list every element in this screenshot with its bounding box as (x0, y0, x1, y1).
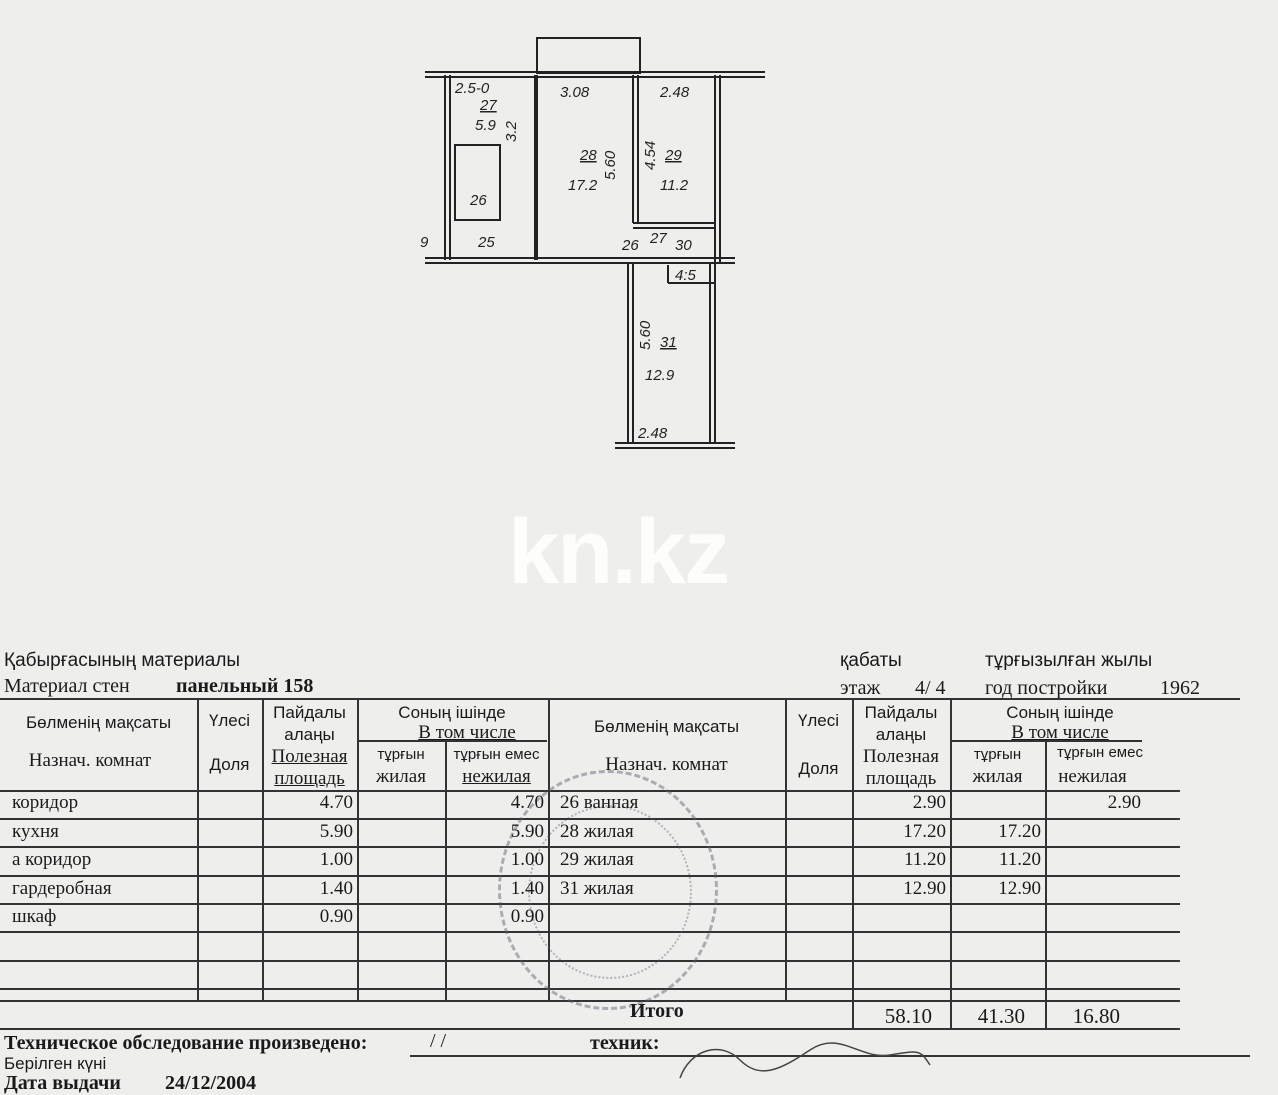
col-living-kz: тұрғын (377, 746, 425, 763)
room-area: 0.90 (319, 906, 353, 927)
room-area: 2.90 (912, 792, 946, 813)
inspection-value: / / (430, 1030, 447, 1052)
total-living: 41.30 (977, 1004, 1025, 1028)
col-living-ru: жилая (972, 766, 1023, 787)
year-value: 1962 (1160, 677, 1200, 699)
technician-label: техник: (590, 1032, 660, 1054)
col-area-kz: Пайдалы алаңы (273, 703, 346, 744)
plan-label: 2.5-0 (454, 80, 490, 97)
plan-label: 4:5 (675, 267, 697, 284)
floor-ru: этаж (840, 677, 881, 699)
room-area: 1.00 (319, 849, 353, 870)
col-purpose-kz: Бөлменің мақсаты (593, 717, 740, 736)
col-living-ru: жилая (376, 766, 426, 787)
col-including-kz: Соның ішінде (398, 703, 506, 722)
issued-value: 24/12/2004 (165, 1072, 257, 1094)
col-purpose-ru: Назнач. комнат (28, 750, 152, 771)
floor-plan: 2.5-0 27 5.9 3.2 26 25 9 3.08 5.60 28 17… (420, 37, 765, 449)
room-purpose: 31 жилая (560, 877, 634, 899)
plan-label: 2.48 (659, 84, 690, 101)
room-purpose: кухня (12, 820, 59, 842)
plan-label: 3.2 (503, 120, 520, 142)
plan-label: 26 (469, 192, 487, 209)
room-purpose: шкаф (12, 906, 57, 927)
plan-label: 27 (479, 97, 497, 114)
col-share-kz: Үлесі (797, 711, 840, 730)
col-area-kz: Пайдалы алаңы (864, 703, 938, 744)
col-including-kz: Соның ішінде (1006, 703, 1114, 722)
official-stamp-inner (528, 805, 692, 979)
col-living-kz: тұрғын (973, 746, 1022, 763)
issued-kz: Берілген күні (4, 1054, 107, 1073)
year-kz: тұрғызылған жылы (985, 650, 1153, 671)
plan-label: 28 (579, 147, 597, 164)
room-purpose: 29 жилая (560, 849, 634, 870)
col-including-ru: В том числе (418, 722, 516, 743)
plan-label: 25 (477, 234, 495, 251)
plan-label: 26 (621, 237, 639, 254)
room-nonliving-area: 5.90 (510, 820, 544, 842)
room-nonliving-area: 1.40 (510, 877, 544, 899)
room-living-area: 12.90 (998, 877, 1041, 899)
room-area: 5.90 (319, 820, 353, 842)
plan-label: 30 (675, 237, 692, 254)
floor-kz: қабаты (840, 650, 902, 671)
col-share-kz: Үлесі (208, 711, 251, 730)
wall-material-kz: Қабырғасының материалы (4, 650, 241, 671)
col-area-ru: Полезная площадь (271, 746, 348, 789)
room-nonliving-area: 1.00 (510, 849, 544, 870)
col-purpose-kz: Бөлменің мақсаты (25, 713, 172, 732)
col-nonliving-ru: нежилая (1058, 766, 1127, 787)
col-purpose-ru: Назнач. комнат (605, 754, 728, 775)
plan-label: 29 (664, 147, 682, 164)
col-share-ru: Доля (798, 759, 839, 778)
col-including-ru: В том числе (1011, 722, 1109, 743)
inspection-label: Техническое обследование произведено: (4, 1032, 368, 1054)
plan-label: 2.48 (637, 425, 668, 442)
room-living-area: 17.20 (998, 820, 1041, 842)
room-purpose: а коридор (12, 849, 92, 870)
col-nonliving-ru: нежилая (462, 766, 531, 787)
plan-label: 11.2 (660, 177, 689, 194)
total-area: 58.10 (884, 1004, 932, 1028)
total-nonliving: 16.80 (1072, 1004, 1120, 1028)
room-purpose: коридор (12, 792, 79, 813)
room-living-area: 11.20 (998, 849, 1041, 870)
plan-label: 5.60 (602, 150, 619, 180)
room-area: 11.20 (903, 849, 946, 870)
wall-material-ru: Материал стен (4, 675, 130, 697)
room-nonliving-area: 4.70 (510, 792, 544, 813)
plan-label: 5.60 (637, 320, 654, 350)
col-nonliving-kz: тұрғын емес (453, 746, 540, 763)
wall-material-value: панельный 158 (176, 675, 314, 697)
col-area-ru: Полезная площадь (863, 746, 939, 789)
plan-label: 12.9 (645, 367, 675, 384)
issued-ru: Дата выдачи (4, 1072, 121, 1094)
plan-label: 27 (649, 230, 667, 247)
plan-label: 5.9 (475, 117, 497, 134)
total-label: Итого (630, 1000, 684, 1022)
room-purpose: 28 жилая (560, 820, 634, 842)
room-area: 17.20 (903, 820, 946, 842)
official-stamp (498, 770, 718, 1010)
plan-label: 4.54 (642, 141, 659, 170)
technician-signature (679, 1042, 931, 1079)
room-area: 1.40 (319, 877, 353, 899)
room-nonliving-area: 0.90 (510, 906, 544, 927)
plan-label: 9 (420, 234, 429, 251)
watermark: kn.kz (508, 501, 730, 603)
room-area: 12.90 (903, 877, 946, 899)
room-nonliving-area: 2.90 (1107, 792, 1141, 813)
year-ru: год постройки (985, 677, 1108, 699)
room-area: 4.70 (319, 792, 353, 813)
plan-label: 31 (660, 334, 677, 351)
col-share-ru: Доля (209, 755, 250, 774)
floor-value: 4/ 4 (915, 677, 946, 699)
col-nonliving-kz: тұрғын емес (1057, 744, 1143, 761)
plan-label: 3.08 (560, 84, 590, 101)
room-purpose: гардеробная (12, 877, 112, 899)
plan-label: 17.2 (568, 177, 598, 194)
room-purpose: 26 ванная (560, 792, 639, 813)
